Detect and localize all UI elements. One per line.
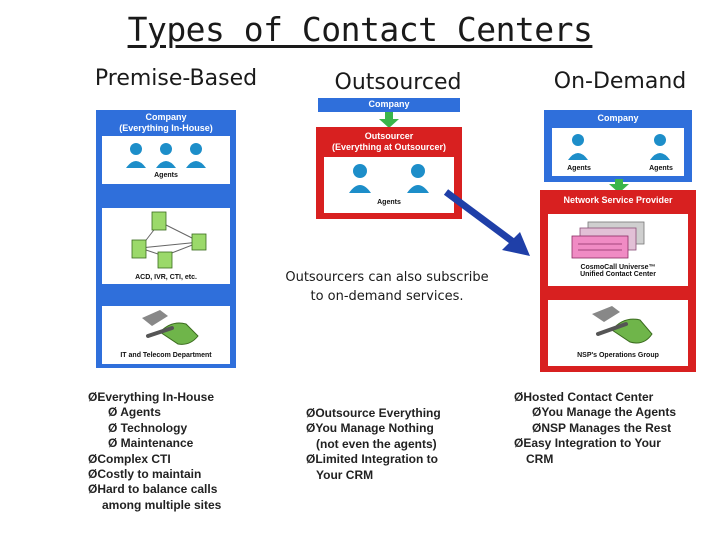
list-item: ØHard to balance calls (88, 482, 218, 497)
telephone-wrench-icon (592, 306, 653, 344)
agent-headset-icon (349, 164, 429, 193)
page-title: Types of Contact Centers (127, 10, 593, 49)
nsp-ops-label: NSP's Operations Group (577, 352, 659, 359)
ondemand-agents-left-label: Agents (567, 165, 591, 172)
outsourced-company-label: Company (368, 99, 410, 109)
nsp-product-label: CosmoCall Universe™ Unified Contact Cent… (580, 264, 656, 278)
list-item: Ø Maintenance (108, 436, 194, 451)
list-item: ØNSP Manages the Rest (532, 420, 672, 435)
server-network-icon (131, 211, 207, 269)
outsourcer-agents-box: Agents (324, 157, 454, 213)
list-item: (not even the agents) (316, 436, 437, 451)
premise-agents-box: Agents (102, 136, 230, 184)
premise-agents-label: Agents (154, 172, 178, 179)
outsourcer-note: Outsourcers can also subscribe to on-dem… (285, 270, 489, 304)
nsp-product-box: CosmoCall Universe™ Unified Contact Cent… (548, 214, 688, 286)
premise-it-box: IT and Telecom Department (102, 306, 230, 364)
nsp-label: Network Service Provider (563, 195, 673, 205)
premise-panel: Company (Everything In-House) Agents (96, 110, 236, 368)
premise-heading: Premise-Based (94, 66, 258, 91)
diagonal-arrow-icon (443, 189, 530, 256)
list-item: ØYou Manage Nothing (306, 421, 434, 436)
list-item: ØEasy Integration to Your (514, 436, 661, 451)
list-item: ØYou Manage the Agents (532, 405, 677, 420)
premise-systems-box: ACD, IVR, CTI, etc. (102, 208, 230, 284)
list-item: ØEverything In-House (88, 390, 215, 404)
nsp-ops-box: NSP's Operations Group (548, 300, 688, 366)
ondemand-agents-box: Agents Agents (552, 128, 684, 176)
ondemand-company-label: Company (597, 113, 639, 123)
nsp-panel: Network Service Provider CosmoCall Unive… (540, 190, 696, 372)
list-item: ØLimited Integration to (306, 452, 438, 467)
server-rack-icon (571, 221, 645, 259)
list-item: among multiple sites (102, 497, 222, 512)
ondemand-heading: On-Demand (553, 69, 687, 94)
list-item: Ø Technology (108, 420, 188, 435)
ondemand-bullets: ØHosted Contact Center ØYou Manage the A… (514, 390, 676, 467)
outsourcer-panel: Outsourcer (Everything at Outsourcer) Ag… (316, 127, 462, 219)
outsourcer-label: Outsourcer (Everything at Outsourcer) (331, 131, 447, 152)
list-item: ØOutsource Everything (306, 406, 441, 420)
outsourced-bullets: ØOutsource Everything ØYou Manage Nothin… (306, 406, 441, 483)
green-down-arrow-icon (609, 179, 629, 193)
ondemand-company-panel: Company Agents Agents (544, 110, 692, 182)
ondemand-agents-right-label: Agents (649, 165, 673, 172)
list-item: ØHosted Contact Center (514, 390, 654, 404)
agent-headset-icon (126, 143, 206, 168)
premise-systems-label: ACD, IVR, CTI, etc. (135, 274, 197, 281)
premise-bullets: ØEverything In-House Ø Agents Ø Technolo… (88, 390, 221, 513)
list-item: ØCostly to maintain (88, 467, 202, 482)
green-down-arrow-icon (379, 112, 399, 128)
list-item: Ø Agents (108, 405, 161, 420)
outsourcer-agents-label: Agents (377, 199, 401, 206)
agent-headset-icon (568, 134, 670, 160)
list-item: ØComplex CTI (88, 451, 171, 466)
outsourced-heading: Outsourced (334, 70, 462, 95)
premise-company-label: Company (Everything In-House) (119, 112, 213, 133)
premise-it-label: IT and Telecom Department (120, 352, 212, 359)
telephone-wrench-icon (142, 310, 199, 345)
list-item: CRM (526, 451, 554, 466)
list-item: Your CRM (316, 467, 374, 482)
outsourced-company-band: Company (318, 98, 460, 112)
